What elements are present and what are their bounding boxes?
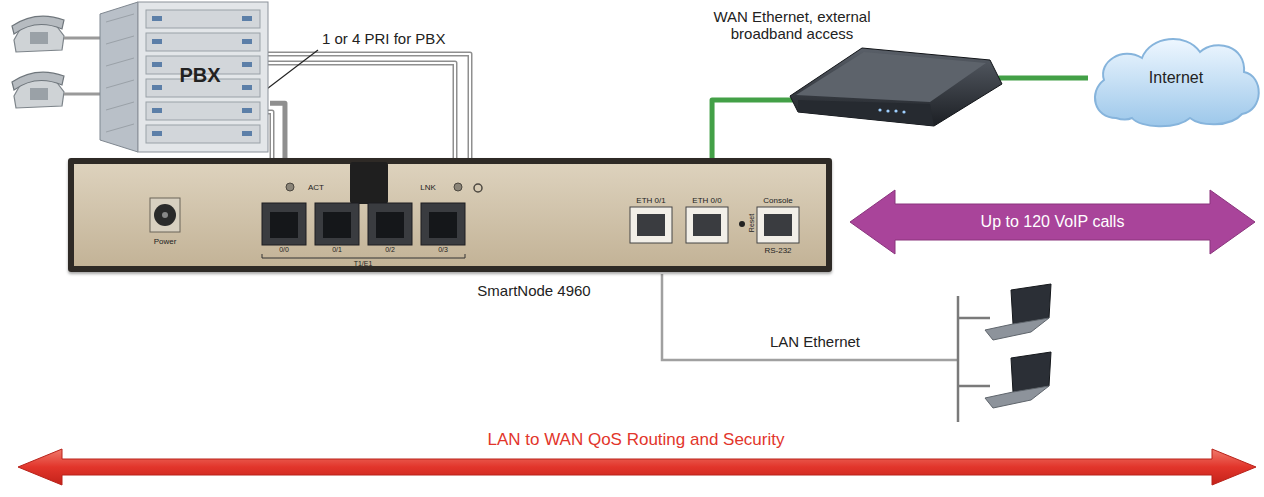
outline-part	[152, 62, 162, 67]
pri-cable	[262, 54, 470, 160]
outline-part	[1095, 39, 1259, 126]
lan-bus	[957, 296, 960, 422]
outline-part	[100, 2, 138, 152]
pri-cable	[262, 63, 455, 160]
caption-label: LAN Ethernet	[755, 333, 875, 350]
outline-part	[106, 14, 134, 22]
laptop-base	[985, 318, 1049, 340]
t1e1-port	[315, 203, 359, 245]
port-opening	[693, 214, 721, 236]
phone-handset	[12, 16, 64, 34]
port-opening	[323, 212, 351, 238]
phone-cord	[64, 37, 104, 40]
outline-part	[242, 85, 252, 90]
capacity-arrow: Up to 120 VoIP calls	[850, 190, 1255, 254]
outline-part	[850, 190, 1255, 254]
outline-part	[146, 102, 260, 120]
power-bezel	[150, 198, 180, 232]
ethernet-port	[630, 207, 672, 243]
ethernet-port	[686, 207, 728, 243]
pri-cable-core	[262, 63, 455, 160]
screw	[454, 183, 462, 191]
status-led	[474, 184, 482, 192]
phone-handset	[12, 72, 64, 90]
outline-part	[106, 102, 134, 110]
port-opening	[376, 212, 404, 238]
pri-link	[270, 103, 285, 158]
modem-top	[796, 52, 986, 102]
pri-cables	[262, 54, 470, 160]
node-label: Up to 120 VoIP calls	[900, 212, 1205, 231]
telephone	[12, 72, 64, 108]
power-pin	[162, 212, 168, 218]
outline-part	[242, 108, 252, 113]
pri-cables-core	[262, 54, 470, 160]
modem-led	[894, 109, 897, 112]
laptop	[985, 352, 1051, 408]
node-label: SmartNode 4960	[404, 282, 664, 300]
modem-body	[790, 48, 1002, 126]
scope-arrow	[18, 449, 1256, 485]
modem-led	[886, 109, 889, 112]
phone-keypad	[30, 32, 48, 44]
phone-keypad	[30, 88, 48, 100]
port-opening	[764, 214, 792, 236]
outline-part	[138, 2, 268, 152]
port-bracket	[262, 254, 465, 258]
outline-part	[152, 131, 162, 136]
phone-cord	[64, 93, 104, 96]
laptop-base	[985, 386, 1049, 408]
modem-front	[798, 100, 934, 126]
modem-led	[878, 108, 881, 111]
modem-led	[902, 110, 905, 113]
internet-cloud: Internet	[1088, 26, 1264, 130]
outline-part	[106, 124, 134, 132]
outline-part	[152, 39, 162, 44]
pbx-cabinet: PBX	[100, 0, 270, 152]
screw	[286, 183, 294, 191]
edge-label: WAN Ethernet, external broadband access	[707, 8, 877, 43]
laptop-screen	[1011, 284, 1051, 324]
outline-part	[152, 16, 162, 21]
port-opening	[429, 212, 457, 238]
lan-drop	[958, 385, 990, 388]
outline-part	[106, 36, 134, 44]
t1e1-port	[421, 203, 465, 245]
port-opening	[637, 214, 665, 236]
node-label: PBX	[170, 63, 230, 87]
telephone	[12, 16, 64, 52]
gateway-device: SmartNode 4960	[68, 158, 832, 272]
lan-cable	[662, 274, 958, 360]
laptop-screen	[1011, 352, 1051, 392]
outline-part	[242, 16, 252, 21]
outline-part	[152, 85, 162, 90]
caption-label: LAN to WAN QoS Routing and Security	[416, 430, 856, 450]
reset-hole	[739, 221, 745, 227]
t1e1-port	[368, 203, 412, 245]
cable-clip	[350, 162, 388, 204]
laptop	[985, 284, 1051, 340]
lan-drop	[958, 317, 990, 320]
outline-part	[146, 125, 260, 143]
t1e1-port	[262, 203, 306, 245]
power-jack	[154, 204, 176, 226]
outline-part	[242, 131, 252, 136]
node-label: Internet	[1108, 68, 1244, 87]
outline-part	[146, 33, 260, 51]
broadband-modem	[790, 48, 1002, 126]
pri-cable-core	[262, 54, 470, 160]
outline-part	[106, 80, 134, 88]
outline-part	[152, 108, 162, 113]
outline-part	[146, 10, 260, 28]
edge-label: 1 or 4 PRI for PBX	[322, 30, 492, 47]
outline-part	[242, 62, 252, 67]
port-opening	[270, 212, 298, 238]
outline-part	[106, 58, 134, 66]
console-port	[757, 207, 799, 243]
outline-part	[242, 39, 252, 44]
